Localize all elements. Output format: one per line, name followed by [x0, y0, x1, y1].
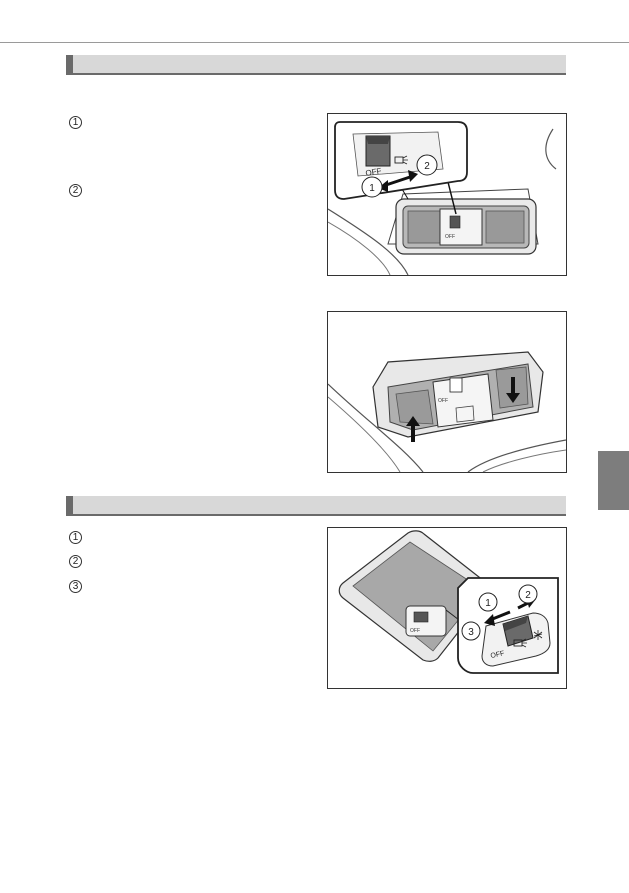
step-marker-1: 1: [69, 116, 82, 129]
step-marker-1: 1: [69, 531, 82, 544]
figure1-small-off-label: OFF: [445, 234, 455, 240]
figure-light-lens-press: OFF: [327, 311, 567, 473]
step-marker-2: 2: [69, 184, 82, 197]
figure1-off-label: OFF: [365, 166, 382, 178]
step-marker-2: 2: [69, 555, 82, 568]
chapter-side-tab: [598, 451, 629, 510]
figure3-callout-3: 3: [468, 627, 474, 638]
figure3-small-off-label: OFF: [410, 628, 420, 634]
door-light-icon: [513, 638, 527, 648]
section-header-2: [66, 496, 566, 516]
section-header-accent: [66, 55, 73, 73]
figure3-off-label: OFF: [490, 650, 505, 660]
figure1-callout-2: 2: [424, 161, 430, 172]
figure3-callout-1: 1: [485, 598, 491, 609]
figure2-off-label: OFF: [438, 398, 448, 404]
section-header-1: [66, 55, 566, 75]
figure3-callout-2: 2: [525, 590, 531, 601]
page-top-rule: [0, 42, 629, 43]
section-header-accent: [66, 496, 73, 514]
step-marker-3: 3: [69, 580, 82, 593]
door-light-icon: [394, 155, 408, 165]
figure1-callout-1: 1: [369, 183, 375, 194]
figure-personal-light-switch: OFF OFF 1 2 3: [327, 527, 567, 689]
interior-light-icon: [533, 630, 543, 640]
figure-light-switch-closeup: OFF OFF 1 2: [327, 113, 567, 276]
